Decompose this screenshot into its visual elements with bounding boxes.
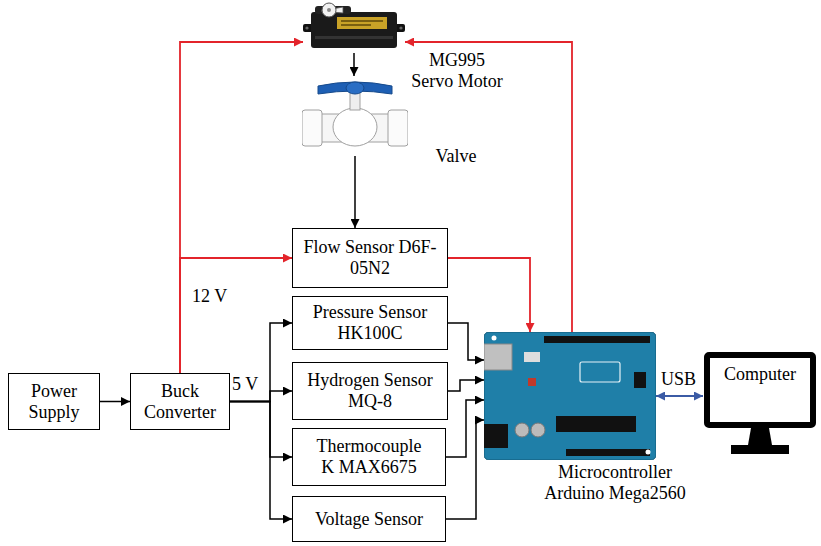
figure-caption: Valve [426, 146, 486, 167]
connector-arrow [230, 402, 292, 520]
box-label: Voltage Sensor [315, 509, 423, 530]
sensor-box: Hydrogen Sensor MQ-8 [292, 362, 448, 420]
box-label: Power Supply [13, 381, 95, 422]
connector-arrow [230, 323, 292, 402]
box-label: Thermocouple K MAX6675 [313, 436, 425, 477]
microcontroller: Microcontroller Arduino Mega2560 [484, 332, 694, 508]
power-signal-line [180, 258, 292, 373]
voltage-label: 5 V [232, 374, 258, 395]
usb-link [656, 395, 703, 397]
sensor-box: Voltage Sensor [292, 496, 446, 542]
computer: Computer [703, 352, 817, 458]
sensor-box: Flow Sensor D6F-05N2 [292, 228, 448, 288]
voltage-label: 12 V [192, 286, 227, 307]
converter-box: Buck Converter [130, 373, 230, 430]
sensor-box: Thermocouple K MAX6675 [292, 428, 446, 486]
arduino-board-illustration [484, 332, 656, 460]
connector-arrow [446, 420, 484, 519]
connector-arrow [353, 53, 355, 76]
figure-caption: MG995 Servo Motor [408, 50, 506, 91]
figure-caption: Computer [703, 364, 817, 385]
box-label: Flow Sensor D6F-05N2 [297, 237, 443, 278]
valve-illustration [302, 76, 408, 150]
connector-arrow [100, 401, 130, 403]
interface-label: USB [661, 369, 696, 390]
box-label: Hydrogen Sensor MQ-8 [297, 370, 443, 411]
sensor-box: Pressure Sensor HK100C [292, 296, 448, 350]
connector-arrow [446, 400, 484, 457]
power-signal-line [448, 258, 530, 332]
connector-arrow [448, 380, 484, 391]
power-box: Power Supply [8, 373, 100, 430]
power-signal-line [405, 42, 572, 332]
connector-arrow [354, 156, 356, 228]
connector-arrow [448, 323, 484, 360]
box-label: Pressure Sensor HK100C [297, 302, 443, 343]
figure-caption: Microcontroller Arduino Mega2560 [536, 462, 694, 503]
servo-illustration [303, 2, 405, 50]
box-label: Buck Converter [135, 381, 225, 422]
connector-arrow [230, 402, 292, 458]
